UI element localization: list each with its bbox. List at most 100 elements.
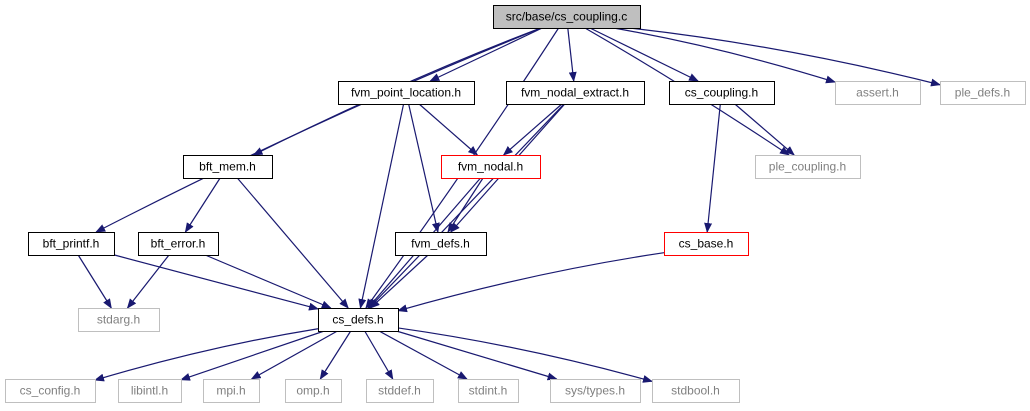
node-label: cs_base.h — [679, 237, 734, 251]
file-nodes: src/base/cs_coupling.c fvm_point_location… — [5, 5, 1026, 403]
node-box — [318, 308, 399, 332]
node-ple-defs: ple_defs.h — [940, 81, 1026, 105]
node-fvm-nodal-extract[interactable]: fvm_nodal_extract.h — [506, 81, 645, 105]
edge-fvm_nodal_extract-to-cs_defs — [368, 103, 565, 309]
node-label: cs_config.h — [20, 384, 81, 398]
node-label: bft_mem.h — [199, 160, 256, 174]
node-label: bft_printf.h — [43, 237, 100, 251]
edge-fvm_defs-to-cs_defs — [369, 254, 429, 309]
node-cs-base[interactable]: cs_base.h — [664, 232, 749, 256]
node-box — [78, 308, 160, 332]
edge-bft_error-to-cs_defs — [205, 254, 332, 309]
node-box — [28, 232, 115, 256]
edge-root-to-fvm_point_location — [429, 27, 543, 82]
node-label: sys/types.h — [565, 384, 625, 398]
edge-root-to-cs_coupling_h — [589, 27, 699, 82]
node-label: fvm_nodal_extract.h — [521, 86, 629, 100]
node-label: fvm_point_location.h — [351, 86, 461, 100]
node-box — [138, 232, 219, 256]
node-box — [493, 5, 641, 29]
edge-cs_coupling_h-to-ple_coupling — [734, 103, 795, 156]
node-root[interactable]: src/base/cs_coupling.c — [493, 5, 641, 29]
edge-bft_mem-to-bft_error — [184, 177, 221, 233]
edge-cs_defs-to-stdint — [378, 330, 468, 380]
edge-root-to-ple_defs — [629, 27, 941, 87]
node-label: ple_defs.h — [955, 86, 1010, 100]
node-label: cs_coupling.h — [685, 86, 758, 100]
edge-cs_coupling_h-to-cs_base — [704, 103, 721, 233]
edge-fvm_point_location-to-fvm_defs — [408, 103, 440, 233]
edge-cs_base-to-cs_defs — [397, 252, 665, 313]
edge-root-to-fvm_nodal_extract — [567, 27, 577, 82]
node-stdarg: stdarg.h — [78, 308, 160, 332]
edge-cs_defs-to-mpi — [250, 330, 338, 380]
node-label: fvm_nodal.h — [458, 160, 523, 174]
node-ple-coupling: ple_coupling.h — [755, 155, 861, 179]
node-label: libintl.h — [131, 384, 168, 398]
node-box — [669, 81, 775, 105]
node-box — [755, 155, 861, 179]
node-stdbool: stdbool.h — [652, 379, 740, 403]
node-label: stdint.h — [469, 384, 508, 398]
node-box — [203, 379, 260, 403]
node-label: mpi.h — [216, 384, 245, 398]
edge-fvm_point_location-to-fvm_nodal — [418, 103, 479, 156]
node-libintl: libintl.h — [118, 379, 182, 403]
node-cs-defs[interactable]: cs_defs.h — [318, 308, 399, 332]
node-box — [506, 81, 645, 105]
edge-cs_defs-to-stdbool — [397, 327, 653, 383]
edge-fvm_nodal_extract-to-fvm_nodal — [502, 103, 563, 156]
edge-bft_mem-to-cs_defs — [236, 177, 349, 309]
edge-cs_defs-to-stddef — [364, 330, 394, 380]
edge-bft_printf-to-cs_defs — [113, 254, 319, 311]
node-label: assert.h — [856, 86, 899, 100]
node-box — [395, 232, 487, 256]
node-box — [183, 155, 273, 179]
edge-cs_defs-to-libintl — [180, 330, 325, 381]
node-label: stdbool.h — [671, 384, 720, 398]
node-fvm-point-location[interactable]: fvm_point_location.h — [338, 81, 475, 105]
node-label: cs_defs.h — [332, 313, 383, 327]
node-label: ple_coupling.h — [769, 160, 846, 174]
node-mpi: mpi.h — [203, 379, 260, 403]
node-bft-printf[interactable]: bft_printf.h — [28, 232, 115, 256]
edge-cs_defs-to-cs_config — [94, 328, 319, 382]
node-box — [458, 379, 519, 403]
node-box — [441, 155, 541, 179]
node-box — [285, 379, 342, 403]
edge-bft_error-to-stdarg — [126, 254, 170, 309]
node-box — [338, 81, 475, 105]
node-stddef: stddef.h — [366, 379, 434, 403]
edge-cs_defs-to-sys_types — [396, 330, 558, 381]
node-cs-coupling-h[interactable]: cs_coupling.h — [669, 81, 775, 105]
node-stdint: stdint.h — [458, 379, 519, 403]
edge-root-to-bft_printf — [95, 27, 542, 233]
node-fvm-nodal[interactable]: fvm_nodal.h — [441, 155, 541, 179]
edge-root-to-assert — [613, 27, 836, 84]
node-label: fvm_defs.h — [411, 237, 470, 251]
node-box — [940, 81, 1026, 105]
node-bft-mem[interactable]: bft_mem.h — [183, 155, 273, 179]
edge-fvm_nodal-to-fvm_defs — [447, 177, 484, 233]
node-label: src/base/cs_coupling.c — [506, 10, 627, 24]
node-assert: assert.h — [835, 81, 921, 105]
edge-fvm_point_location-to-cs_defs — [358, 103, 405, 309]
node-label: stddef.h — [378, 384, 421, 398]
node-box — [664, 232, 749, 256]
edge-cs_defs-to-omp — [319, 330, 352, 380]
node-box — [366, 379, 434, 403]
node-label: bft_error.h — [151, 237, 206, 251]
node-box — [5, 379, 96, 403]
edge-bft_printf-to-stdarg — [77, 254, 112, 309]
node-bft-error[interactable]: bft_error.h — [138, 232, 219, 256]
node-box — [652, 379, 740, 403]
node-label: omp.h — [296, 384, 329, 398]
node-box — [835, 81, 921, 105]
node-box — [550, 379, 641, 403]
node-cs-config: cs_config.h — [5, 379, 96, 403]
node-fvm-defs[interactable]: fvm_defs.h — [395, 232, 487, 256]
node-label: stdarg.h — [97, 313, 140, 327]
node-box — [118, 379, 182, 403]
node-omp: omp.h — [285, 379, 342, 403]
